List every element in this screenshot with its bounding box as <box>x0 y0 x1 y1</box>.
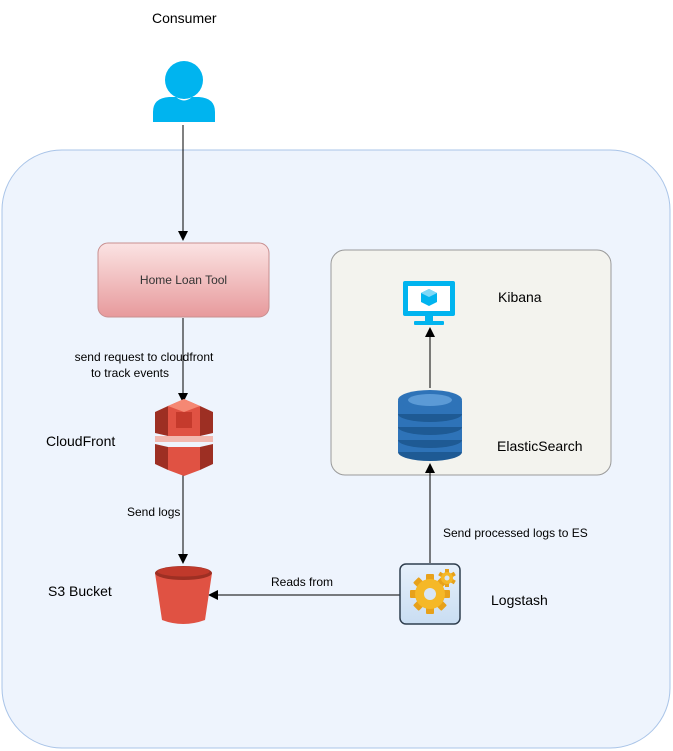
home-loan-tool-box[interactable] <box>97 242 270 318</box>
cloudfront-label: CloudFront <box>46 433 116 449</box>
edge-label-send-processed: Send processed logs to ES <box>443 526 588 540</box>
aws-s3-bucket-icon <box>155 566 212 624</box>
elasticsearch-label: ElasticSearch <box>497 438 583 454</box>
gear-icon[interactable] <box>399 563 461 625</box>
kibana-label: Kibana <box>498 289 542 305</box>
home-loan-tool-label: Home Loan Tool <box>139 273 228 287</box>
edge-label-request: send request to cloudfront to track even… <box>44 349 244 381</box>
edge-label-reads-from: Reads from <box>271 575 334 589</box>
monitor-icon <box>403 281 455 325</box>
edge-label-send-logs: Send logs <box>127 505 181 519</box>
database-icon <box>398 390 462 461</box>
edge-label-request-line1: send request to cloudfront <box>74 350 214 364</box>
s3-bucket-label: S3 Bucket <box>48 583 112 599</box>
edge-label-request-line2: to track events <box>90 366 170 380</box>
consumer-label: Consumer <box>152 10 217 26</box>
aws-cloudfront-icon <box>155 399 213 476</box>
user-icon <box>153 61 215 122</box>
logstash-label: Logstash <box>491 592 548 608</box>
